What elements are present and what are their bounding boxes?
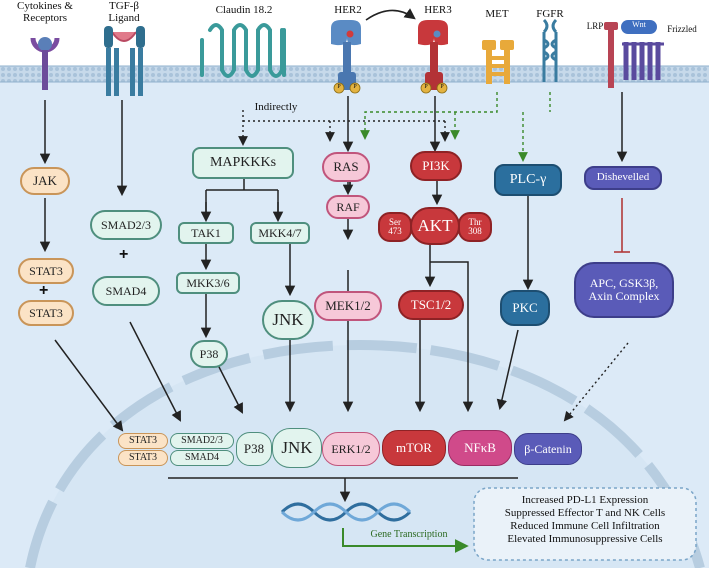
nuc-stat3-top: STAT3: [118, 433, 168, 449]
her2-label: HER2: [334, 4, 362, 16]
frizzled-label: Frizzled: [667, 24, 697, 34]
pkc-node: PKC: [500, 290, 550, 326]
nuc-erk12: ERK1/2: [322, 432, 380, 466]
mkk47-node: MKK4/7: [250, 222, 310, 244]
outcomes-list: Increased PD-L1 Expression Suppressed Ef…: [474, 494, 696, 546]
smad23-node: SMAD2/3: [90, 210, 162, 240]
claudin-icon: [200, 23, 286, 78]
her2-phospho-label-2: P: [353, 84, 357, 90]
pathway-arrows: [39, 92, 628, 503]
stat3-node-1: STAT3: [18, 258, 74, 284]
dishevelled-node: Dishevelled: [584, 166, 662, 190]
her3-phospho-label-2: P: [440, 84, 444, 90]
claudin-label: Claudin 18.2: [215, 4, 273, 16]
nuc-mtor: mTOR: [382, 430, 446, 466]
smad4-node: SMAD4: [92, 276, 160, 306]
pi3k-node: PI3K: [410, 151, 462, 181]
raf-node: RAF: [326, 195, 370, 219]
nuc-p38: P38: [236, 432, 272, 466]
tsc12-node: TSC1/2: [398, 290, 464, 320]
nuc-bcatenin: β-Catenin: [514, 433, 582, 465]
dna-helix-icon: [280, 502, 412, 522]
gene-transcription-arrow: [342, 528, 469, 553]
nuc-stat3-bottom: STAT3: [118, 450, 168, 466]
mek12-node: MEK1/2: [314, 291, 382, 321]
outcome-immunosuppressive: Elevated Immunosuppressive Cells: [507, 533, 663, 545]
ser473-node: Ser 473: [378, 212, 412, 242]
outcome-effector: Suppressed Effector T and NK Cells: [504, 507, 666, 519]
outcome-pdl1: Increased PD-L1 Expression: [521, 494, 649, 506]
her3-label: HER3: [424, 4, 452, 16]
wnt-label: Wnt: [632, 20, 646, 29]
stat3-node-2: STAT3: [18, 300, 74, 326]
fgfr-receptor-icon: [542, 18, 558, 82]
dishevelled-inhibition: [614, 198, 630, 253]
tak1-node: TAK1: [178, 222, 234, 244]
fgfr-label: FGFR: [536, 8, 564, 20]
cytokine-receptor-icon: [30, 37, 60, 90]
indirect-connections: [238, 110, 450, 146]
apc-complex-node: APC, GSK3β, Axin Complex: [574, 262, 674, 318]
plcg-node: PLC-γ: [494, 164, 562, 196]
cytokines-label: Cytokines & Receptors: [17, 0, 73, 24]
lrp-frizzled-icon: [604, 20, 664, 88]
tgfb-label: TGF-β Ligand: [108, 0, 140, 24]
stat3-plus: +: [39, 282, 49, 299]
met-receptor-icon: [482, 40, 514, 84]
mapkkks-node: MAPKKKs: [192, 147, 294, 179]
met-label: MET: [485, 8, 509, 20]
tgfb-receptor-icon: [104, 26, 145, 96]
her2-receptor-icon: [331, 20, 361, 90]
mkk36-node: MKK3/6: [176, 272, 240, 294]
her2-her3-arrow: [365, 8, 416, 21]
nuc-smad4: SMAD4: [170, 450, 234, 466]
smad-plus: +: [119, 246, 129, 263]
her3-phospho-label-1: P: [424, 84, 428, 90]
jak-node: JAK: [20, 167, 70, 195]
p38-node: P38: [190, 340, 228, 368]
jnk-node: JNK: [262, 300, 314, 340]
nuc-jnk: JNK: [272, 428, 322, 468]
thr308-node: Thr 308: [458, 212, 492, 242]
gene-transcription-label: Gene Transcription: [370, 529, 448, 540]
nuc-nfkb: NFκB: [448, 430, 512, 466]
akt-node: AKT: [410, 207, 460, 245]
apc-to-bcatenin-arrow: [563, 342, 629, 422]
lrp-label: LRP: [586, 21, 604, 31]
nuc-smad23: SMAD2/3: [170, 433, 234, 449]
outcomes-box: [473, 487, 697, 561]
met-fgfr-connections: [360, 92, 551, 162]
outcome-infiltration: Reduced Immune Cell Infiltration: [510, 520, 660, 532]
indirectly-label: Indirectly: [254, 101, 298, 113]
ras-node: RAS: [322, 152, 370, 182]
her2-phospho-label-1: P: [337, 84, 341, 90]
